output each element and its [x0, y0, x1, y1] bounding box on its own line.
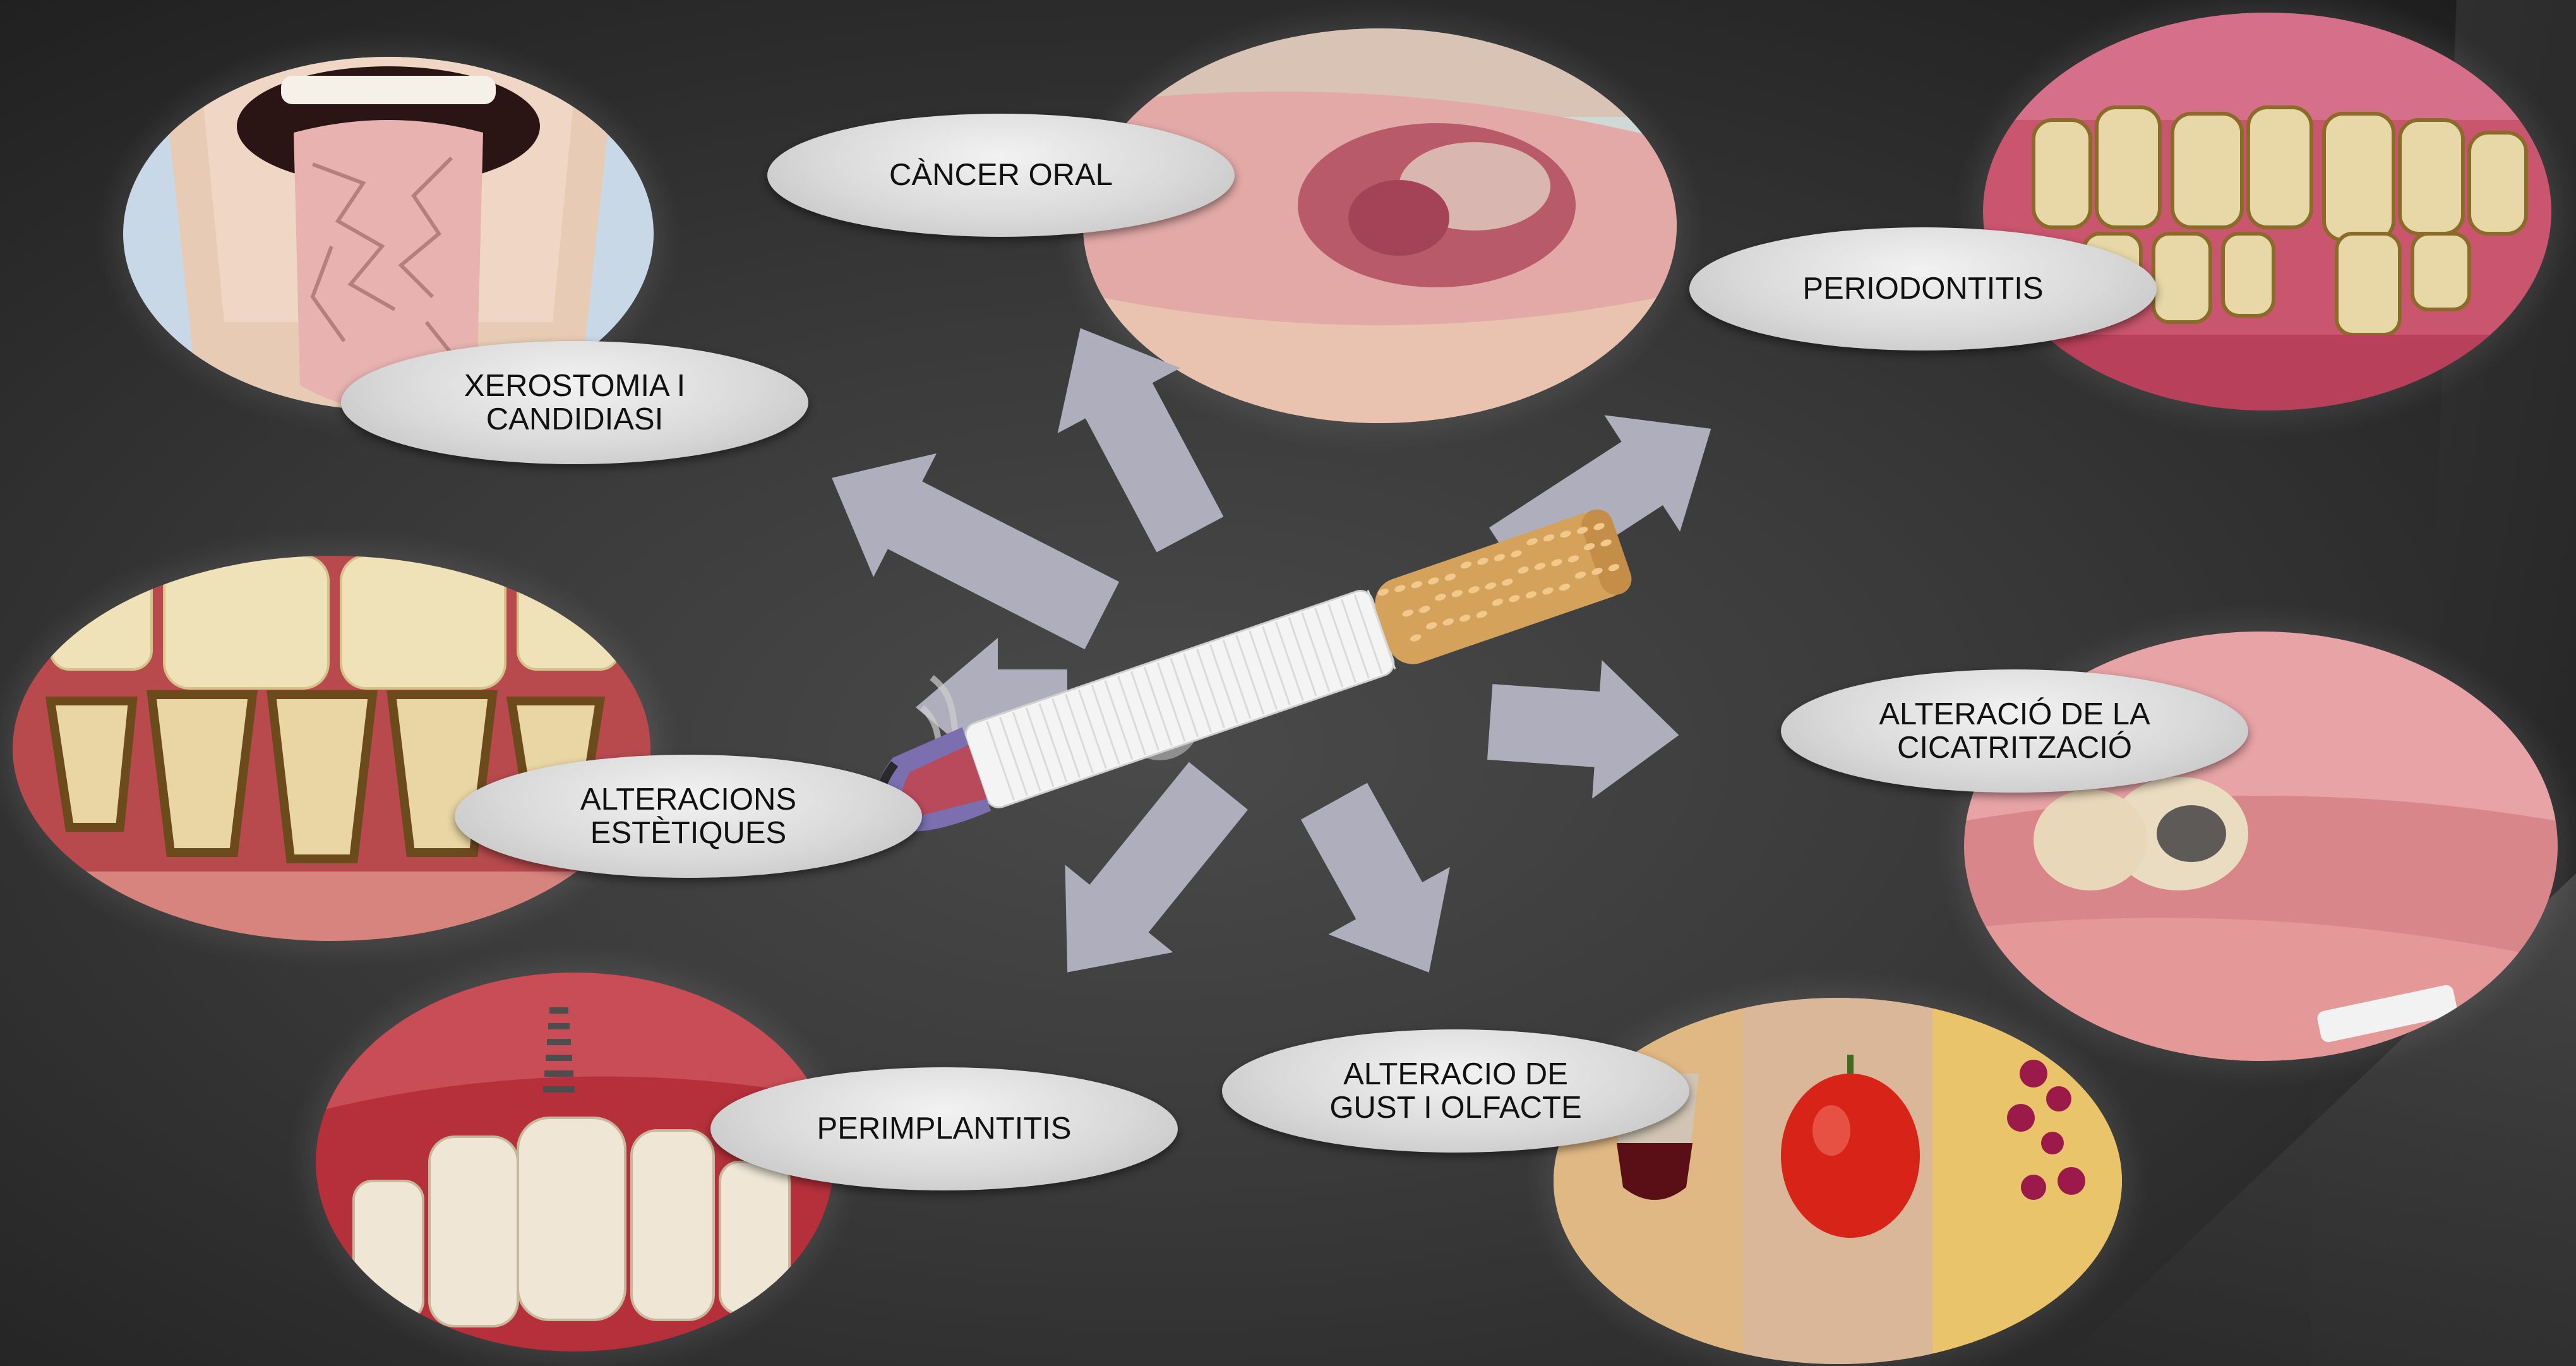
label-alteracio-gust: ALTERACIO DE GUST I OLFACTE [1222, 1029, 1689, 1153]
label-perimplantitis: PERIMPLANTITIS [710, 1067, 1178, 1190]
label-cancer-oral: CÀNCER ORAL [767, 114, 1235, 237]
label-periodontitis: PERIODONTITIS [1689, 227, 2157, 350]
label-xerostomia: XEROSTOMIA I CANDIDIASI [341, 341, 808, 464]
label-alteracions-estetiques: ALTERACIONS ESTÈTIQUES [455, 755, 922, 878]
label-alteracio-cicatritzacio: ALTERACIÓ DE LA CICATRITZACIÓ [1781, 669, 2248, 793]
